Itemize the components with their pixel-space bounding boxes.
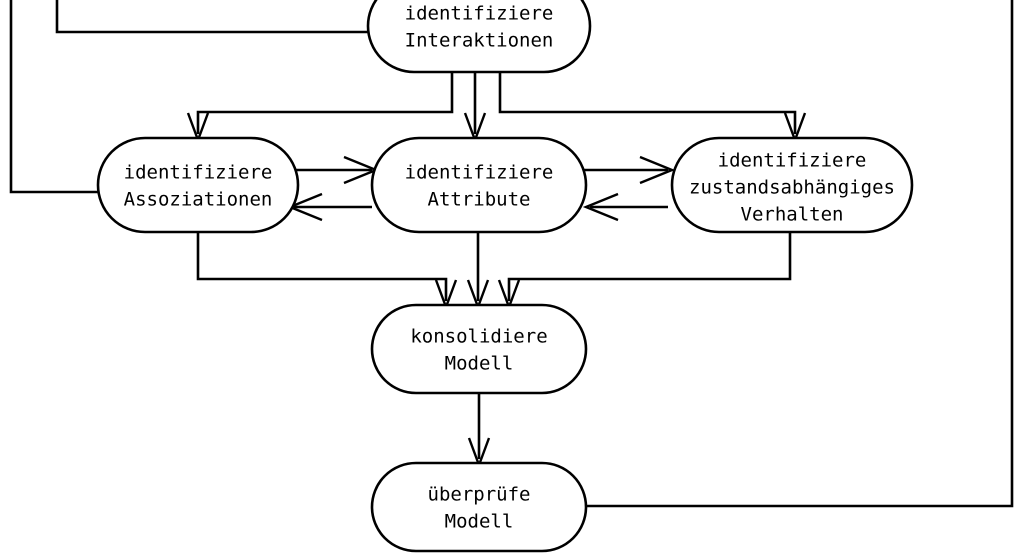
node-konsolidiere-modell[interactable]: konsolidiere Modell — [370, 303, 588, 395]
node-label-verhalten-line1: identifiziere — [718, 150, 867, 172]
node-label-konsolidiere-modell-line1: konsolidiere — [410, 326, 547, 348]
connector-verhalten-to-konsolidiere — [507, 232, 792, 301]
connector-layer — [9, 0, 1014, 508]
node-label-verhalten-line2: zustandsabhängiges — [689, 177, 895, 199]
node-label-identifiziere-attribute-line1: identifiziere — [405, 162, 554, 184]
node-shape-ueberpruefe-modell — [370, 461, 588, 553]
arrowhead-verhalten-to-attribute — [582, 192, 619, 222]
connector-assoziationen-to-konsolidiere — [196, 232, 448, 301]
node-label-ueberpruefe-modell-line1: überprüfe — [428, 484, 531, 506]
node-shape-identifiziere-assoziationen — [96, 136, 300, 234]
node-identifiziere-attribute[interactable]: identifiziere Attribute — [370, 136, 588, 234]
node-shape-identifiziere-attribute — [370, 136, 588, 234]
node-label-identifiziere-assoziationen-line1: identifiziere — [124, 162, 273, 184]
connector-feedback-to-interaktionen — [55, 0, 378, 34]
connector-interaktionen-to-verhalten — [498, 72, 797, 134]
node-label-identifiziere-attribute-line2: Attribute — [428, 189, 531, 211]
node-label-identifiziere-assoziationen-line2: Assoziationen — [124, 189, 273, 211]
node-ueberpruefe-modell[interactable]: überprüfe Modell — [370, 461, 588, 553]
arrowhead-attribute-to-verhalten — [639, 155, 676, 185]
node-label-ueberpruefe-modell-line2: Modell — [445, 511, 514, 533]
node-shape-konsolidiere-modell — [370, 303, 588, 395]
node-identifiziere-interaktionen[interactable]: identifiziere Interaktionen — [366, 0, 592, 74]
node-label-verhalten-line3: Verhalten — [741, 204, 844, 226]
node-label-identifiziere-interaktionen-line2: Interaktionen — [405, 30, 554, 52]
node-label-identifiziere-interaktionen-line1: identifiziere — [405, 3, 554, 25]
node-shape-identifiziere-zustandsabhaengiges-verhalten — [670, 136, 914, 234]
connector-interaktionen-to-assoziationen — [196, 72, 454, 134]
node-identifiziere-zustandsabhaengiges-verhalten[interactable]: identifiziere zustandsabhängiges Verhalt… — [670, 136, 914, 234]
connector-ueberpruefe-feedback-right — [578, 0, 1014, 508]
node-shape-identifiziere-interaktionen — [366, 0, 592, 74]
connector-feedback-left-to-assoziationen — [9, 0, 108, 194]
node-label-konsolidiere-modell-line2: Modell — [445, 353, 514, 375]
node-identifiziere-assoziationen[interactable]: identifiziere Assoziationen — [96, 136, 300, 234]
